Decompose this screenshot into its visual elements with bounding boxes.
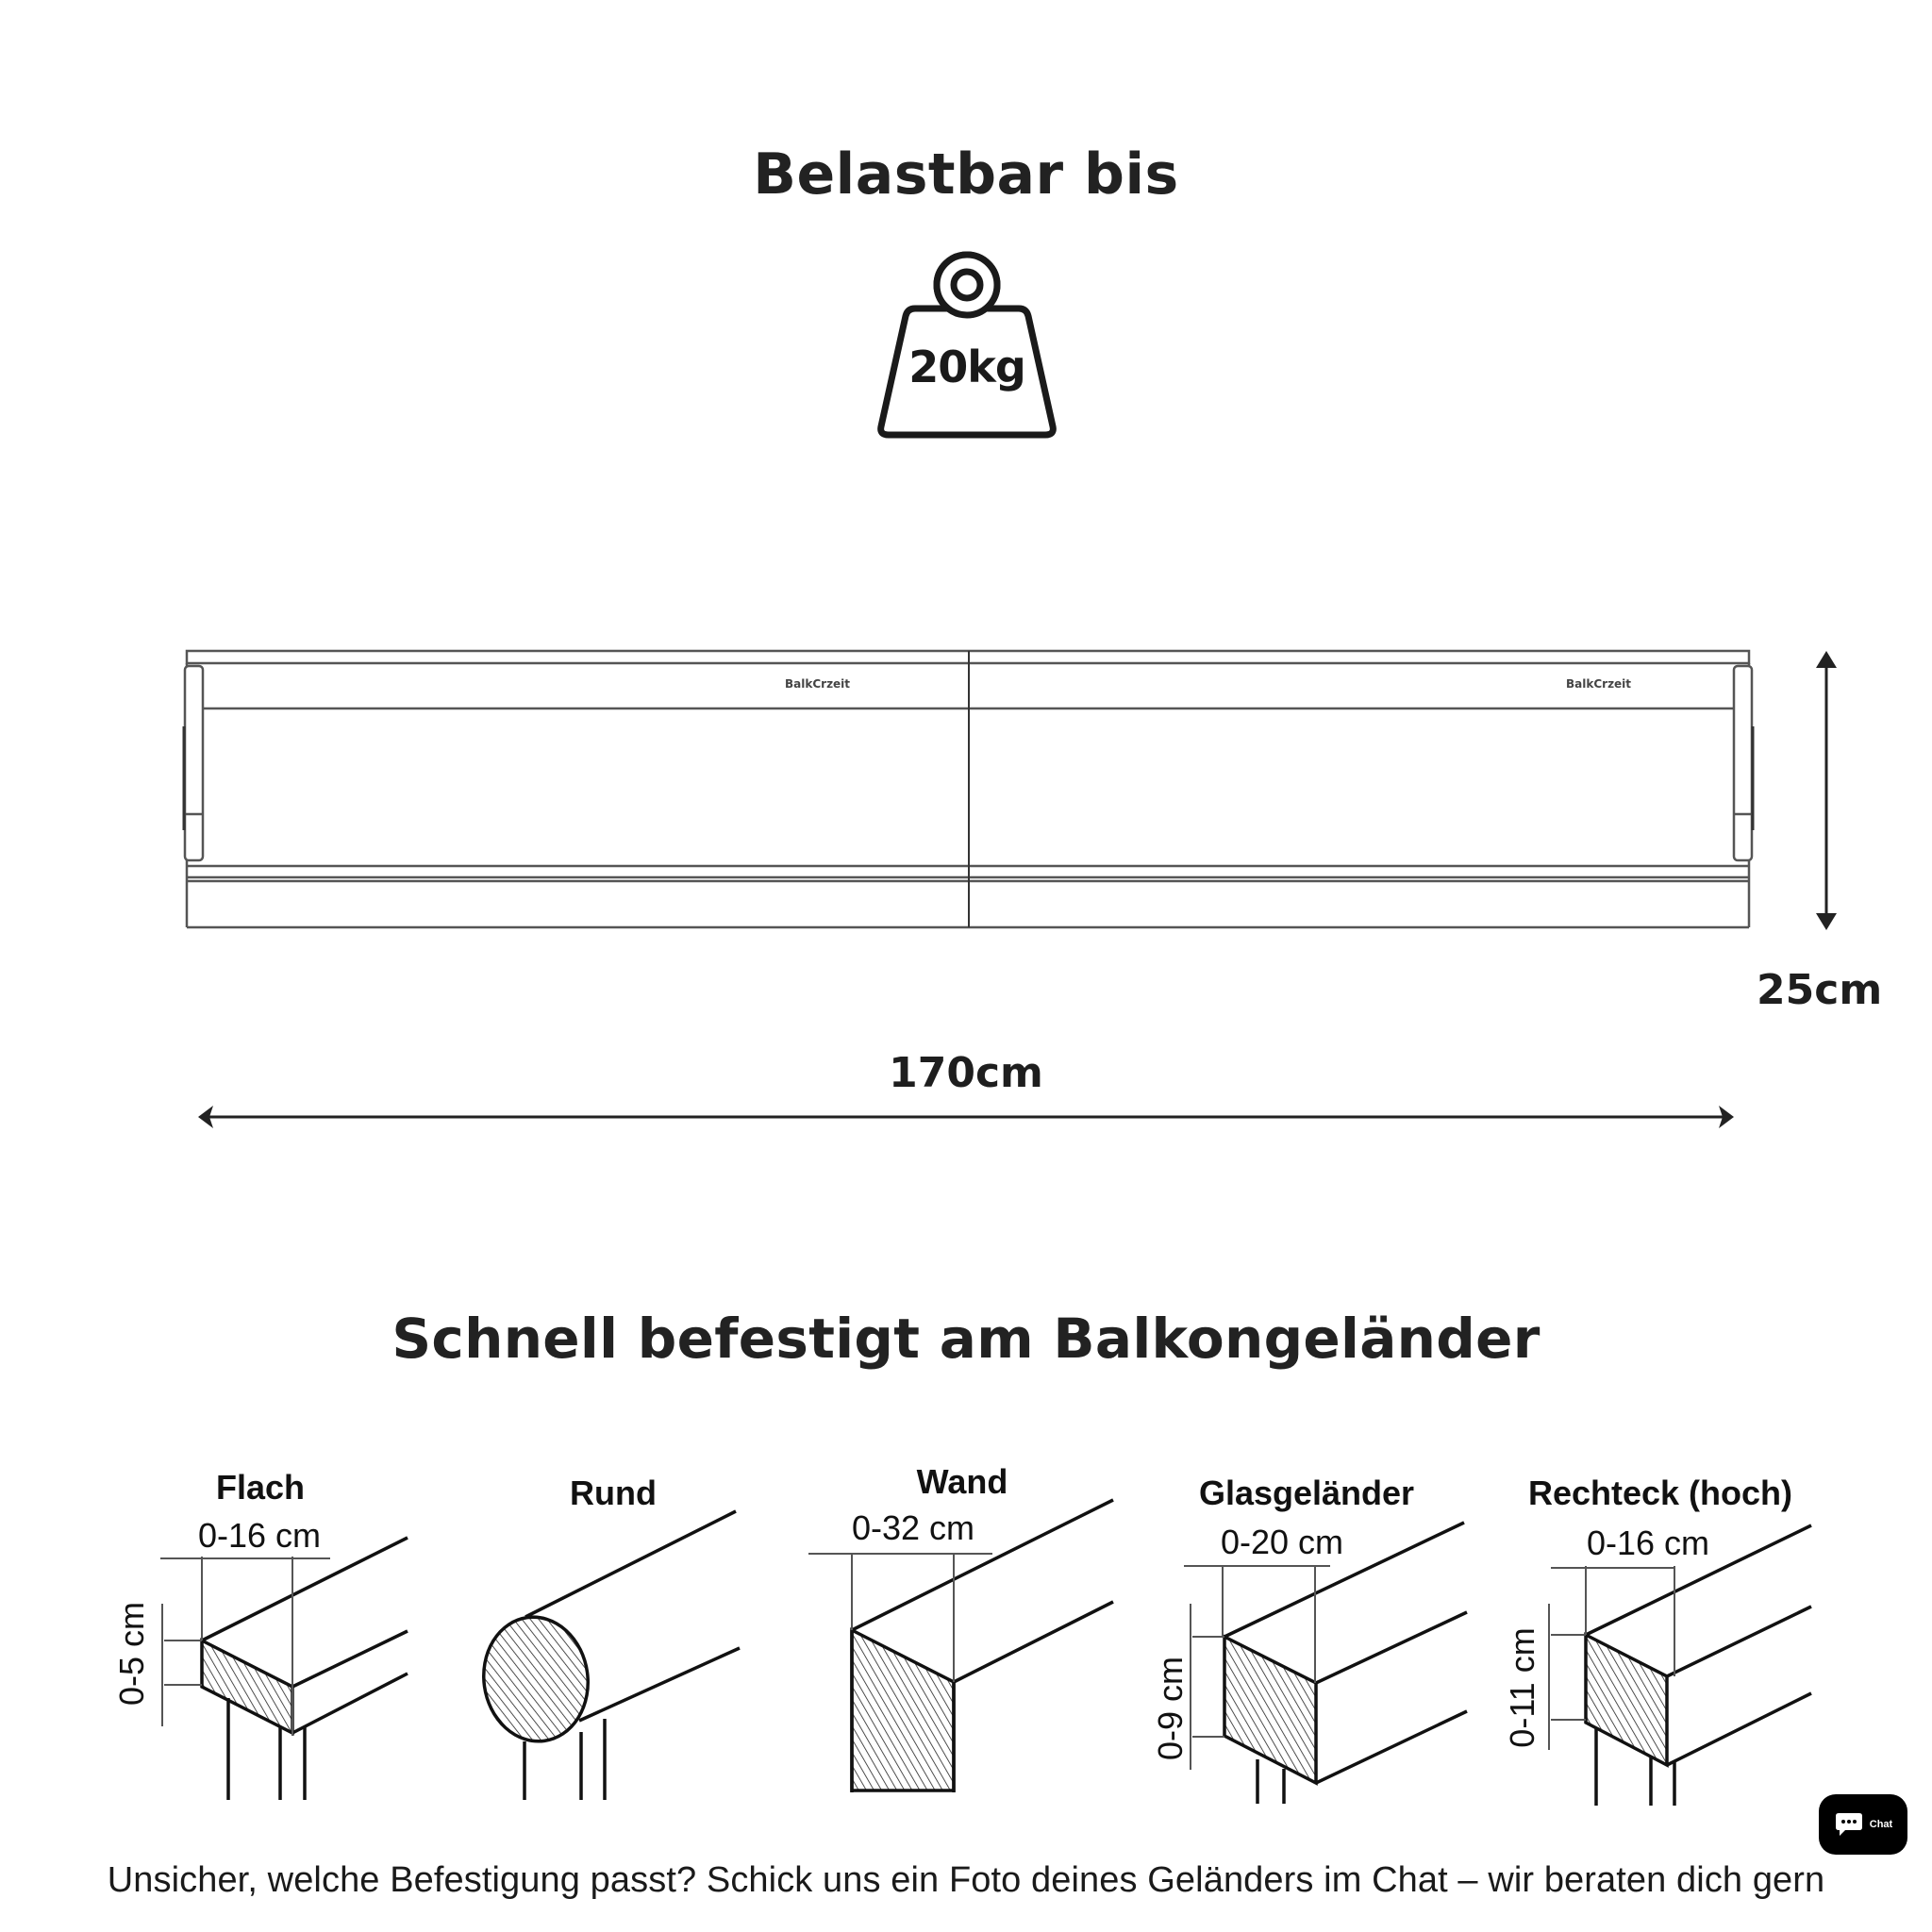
rail-wall-drawing <box>808 1498 1114 1792</box>
rail-title-wall: Wand <box>916 1462 1008 1501</box>
chat-bubble-icon <box>1835 1813 1862 1836</box>
rail-title-round: Rund <box>570 1474 657 1512</box>
footer-help-text: Unsicher, welche Befestigung passt? Schi… <box>107 1860 1825 1900</box>
product-drawing: BalkCrzeit BalkCrzeit <box>182 649 1837 1128</box>
rail-round-drawing <box>482 1509 741 1800</box>
brand-label-left: BalkCrzeit <box>785 677 851 691</box>
weight-icon: 20kg <box>877 247 1057 441</box>
rail-height-glass: 0-9 cm <box>1151 1656 1190 1761</box>
rail-glass-drawing <box>1184 1521 1468 1804</box>
brand-label-right: BalkCrzeit <box>1566 677 1632 691</box>
rail-flat-drawing <box>160 1536 408 1800</box>
rail-height-rect-high: 0-11 cm <box>1503 1627 1541 1748</box>
rail-title-flat: Flach <box>215 1468 306 1507</box>
load-title: Belastbar bis <box>753 142 1179 208</box>
rail-width-flat: 0-16 cm <box>198 1516 322 1555</box>
width-dimension-label: 170cm <box>889 1049 1043 1097</box>
weight-label: 20kg <box>908 341 1026 392</box>
rail-width-glass: 0-20 cm <box>1221 1523 1344 1561</box>
mount-title: Schnell befestigt am Balkongeländer <box>391 1307 1541 1371</box>
rail-rect-high-drawing <box>1548 1524 1812 1806</box>
rail-width-rect-high: 0-16 cm <box>1587 1524 1710 1562</box>
chat-button[interactable]: Chat <box>1819 1794 1907 1855</box>
height-dimension-label: 25cm <box>1757 966 1883 1014</box>
chat-button-label: Chat <box>1869 1819 1893 1830</box>
rail-title-glass: Glasgeländer <box>1198 1474 1415 1512</box>
rail-width-wall: 0-32 cm <box>852 1508 975 1547</box>
rail-height-flat: 0-5 cm <box>112 1601 151 1707</box>
rail-title-rect-high: Rechteck (hoch) <box>1527 1474 1793 1512</box>
